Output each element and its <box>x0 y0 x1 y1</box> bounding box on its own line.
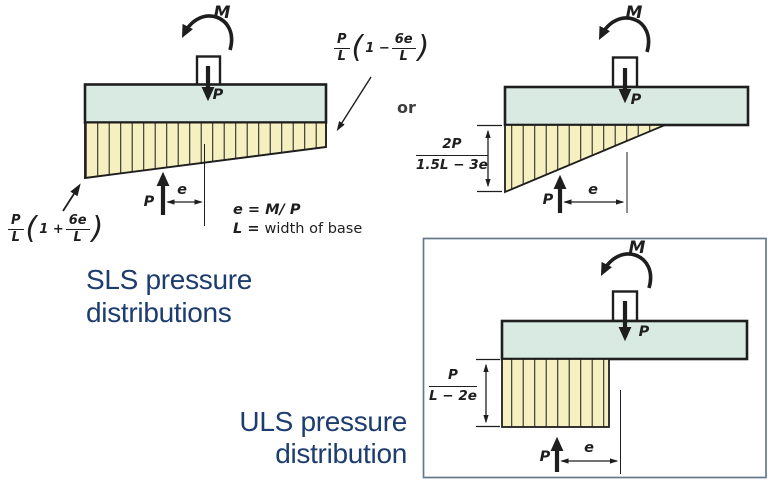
open-paren: ( <box>351 29 364 65</box>
load-label: P <box>638 324 650 340</box>
fraction-6e-over-l: 6e L <box>65 213 90 246</box>
uls-caption-line1: ULS pressure <box>239 406 407 437</box>
formula-body: 1 + <box>39 222 64 238</box>
eccentricity-label: e <box>588 182 598 198</box>
max-pressure-formula: P L ( 1 + 6e L ) <box>8 210 104 246</box>
fraction-p-over-l: P L <box>8 213 24 246</box>
sls-triangle-diagram <box>477 16 750 213</box>
uls-diagram <box>422 237 767 479</box>
moment-label: M <box>625 3 643 23</box>
load-label: P <box>212 87 224 103</box>
moment-label: M <box>213 3 231 23</box>
sls-caption-line1: SLS pressure <box>86 264 253 295</box>
max-pressure-pointer-arrow <box>62 183 81 212</box>
moment-arrow <box>598 16 651 53</box>
pressure-triangle <box>504 124 666 194</box>
triangle-pressure-formula: 2P 1.5L − 3e <box>416 136 488 173</box>
sls-trapezoid-diagram <box>62 14 372 226</box>
load-label: P <box>630 92 642 108</box>
footing-slab <box>83 83 328 124</box>
reaction-label: P <box>539 449 551 465</box>
sls-caption-line2: distributions <box>86 297 232 328</box>
moment-arrow <box>181 14 234 51</box>
sls-caption: SLS pressure distributions <box>86 263 252 329</box>
reaction-label: P <box>143 194 155 210</box>
close-paren: ) <box>417 29 430 65</box>
eccentricity-label: e <box>177 182 187 198</box>
close-paren: ) <box>91 210 104 246</box>
eccentricity-label: e <box>584 440 594 456</box>
pressure-rectangle <box>501 358 610 428</box>
uls-box-border <box>422 237 767 479</box>
moment-label: M <box>628 238 646 258</box>
or-connector: or <box>397 98 416 117</box>
open-paren: ( <box>25 210 38 246</box>
uls-caption-line2: distribution <box>275 438 407 469</box>
pressure-trapezoid <box>84 121 327 180</box>
min-pressure-pointer-arrow <box>336 76 372 132</box>
eccentricity-definition: e = M/ P <box>233 202 301 218</box>
moment-arrow <box>600 252 653 289</box>
uls-pressure-formula: P L − 2e <box>429 367 477 404</box>
base-width-definition: L = width of base <box>233 221 363 237</box>
fraction-p-over-l: P L <box>334 32 350 65</box>
min-pressure-formula: P L ( 1 − 6e L ) <box>334 29 430 65</box>
fraction-6e-over-l: 6e L <box>391 32 416 65</box>
reaction-label: P <box>542 192 554 208</box>
formula-body: 1 − <box>365 41 390 57</box>
uls-caption: ULS pressure distribution <box>235 406 407 470</box>
